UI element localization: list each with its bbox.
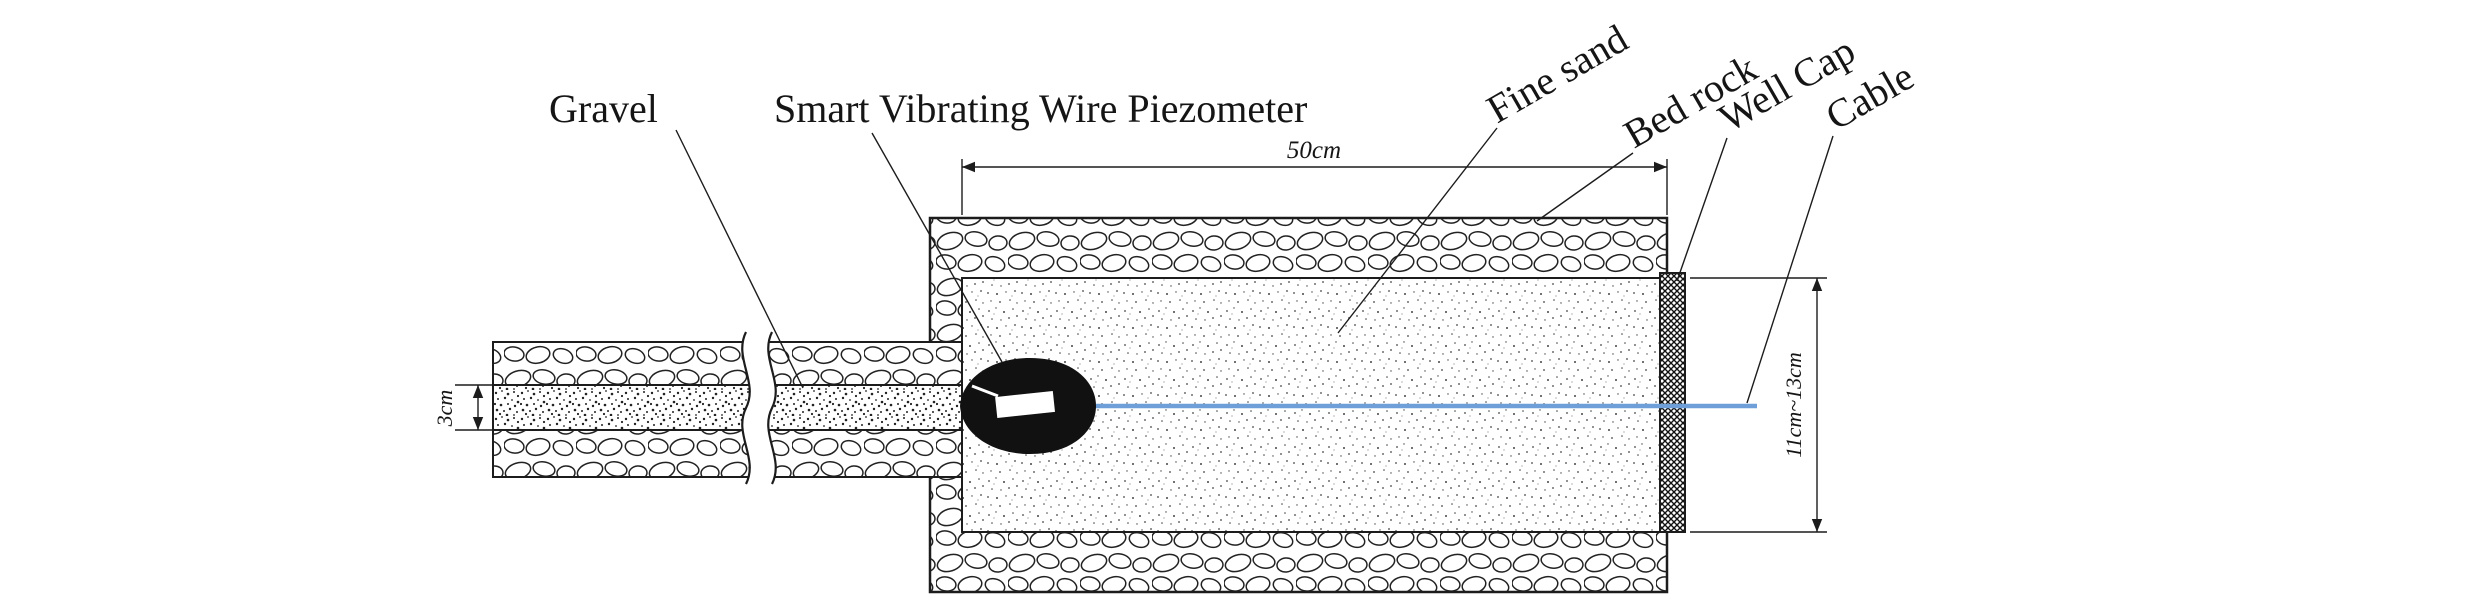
piezometer-sensor-window — [995, 391, 1055, 418]
piezometer-label: Smart Vibrating Wire Piezometer — [774, 86, 1307, 131]
piezometer-body — [960, 358, 1096, 454]
dimension-lines — [455, 159, 1827, 533]
well-cap — [1659, 272, 1686, 533]
leader-gravel — [675, 129, 804, 389]
dim-text-50cm: 50cm — [1287, 137, 1341, 164]
leader-cable — [1746, 135, 1834, 404]
leader-fine-sand — [1337, 127, 1498, 334]
leader-well-cap — [1676, 137, 1728, 282]
break-symbol — [741, 331, 777, 485]
dim-text-11-13cm: 11cm~13cm — [1781, 352, 1806, 458]
borehole-pipe — [492, 341, 963, 478]
leader-piezometer — [871, 132, 1003, 363]
dim-text-3cm: 3cm — [432, 390, 457, 428]
fine-sand-label: Fine sand — [1479, 16, 1635, 132]
borehole-rock-bottom — [492, 429, 963, 478]
gravel-label: Gravel — [549, 86, 658, 131]
leader-lines — [675, 127, 1834, 404]
borehole-rock-top — [492, 341, 963, 386]
leader-bed-rock — [1536, 152, 1634, 222]
gravel-fill — [492, 384, 963, 431]
